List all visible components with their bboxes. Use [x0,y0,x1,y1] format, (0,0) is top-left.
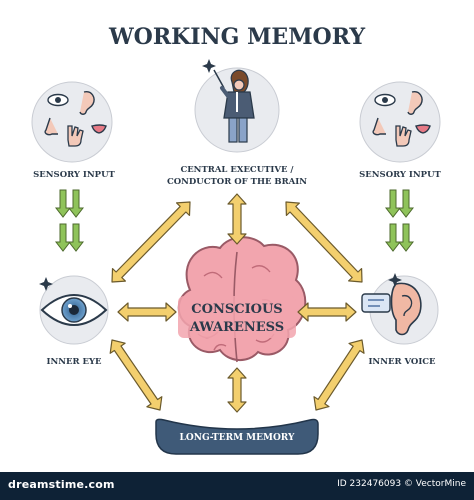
long-term-memory-group: LONG-TERM MEMORY [155,418,319,455]
ear-icon [390,282,422,336]
hand-icon [67,125,84,147]
sparkle-icon [39,277,53,291]
sensory-circle-right [359,81,441,163]
double-arrow-central-to-voice [285,201,363,283]
double-arrow-brain-to-voice [297,302,357,322]
long-term-memory-shape [155,418,319,455]
yellow-arrows [109,193,365,413]
green-arrow-icon [54,223,72,252]
eye-icon [47,93,69,107]
inner-eye-group [39,275,109,345]
conductor-icon [213,69,255,143]
double-arrow-voice-to-memory [313,339,365,411]
nose-icon [44,117,58,136]
ear-icon [79,90,95,115]
double-arrow-eye-to-brain [117,302,177,322]
sensory-input-left-label: SENSORY INPUT [33,170,115,180]
eye-icon [374,93,396,107]
green-arrow-icon [54,189,72,218]
nose-icon [372,117,386,136]
long-term-memory-label: LONG-TERM MEMORY [180,433,295,443]
green-arrow-icon [384,189,402,218]
green-arrow-icon [67,223,85,252]
double-arrow-eye-to-memory [109,339,163,411]
big-eye-icon [40,294,108,326]
brain-group: CONSCIOUS AWARENESS [177,236,307,363]
diagram-title: WORKING MEMORY [108,24,365,50]
sparkle-icon [202,59,216,73]
green-arrow-icon [397,223,415,252]
conscious-awareness-line2: AWARENESS [189,320,284,335]
sparkle-icon [388,273,402,287]
inner-voice-group [361,273,439,345]
working-memory-diagram: WORKING MEMORY [31,24,441,455]
tongue-icon [91,124,107,134]
double-arrow-brain-to-memory [227,367,247,413]
ear-icon [407,90,423,115]
central-executive-label-line2: CONDUCTOR OF THE BRAIN [167,177,307,187]
conscious-awareness-line1: CONSCIOUS [191,302,282,317]
sensory-input-left-group [31,81,113,163]
central-executive-group [194,59,280,153]
image-id-text: ID 232476093 © VectorMine [337,479,466,489]
sensory-input-right-label: SENSORY INPUT [359,170,441,180]
sensory-input-right-group [359,81,441,163]
inner-voice-label: INNER VOICE [368,357,436,367]
speech-bubble-icon [361,293,391,313]
central-executive-label-line1: CENTRAL EXECUTIVE / [180,165,294,175]
double-arrow-central-to-brain [227,193,247,245]
green-arrows-left [54,189,85,252]
green-arrow-icon [397,189,415,218]
sensory-circle-left [31,81,113,163]
double-arrow-central-to-eye [111,201,191,283]
brand-watermark: dreamstime.com [8,478,115,491]
green-arrow-icon [384,223,402,252]
tongue-icon [415,124,431,134]
green-arrow-icon [67,189,85,218]
green-arrows-right [384,189,415,252]
hand-icon [395,125,412,147]
footer-bar: dreamstime.com ID 232476093 © VectorMine [0,472,474,500]
inner-eye-label: INNER EYE [46,357,102,367]
